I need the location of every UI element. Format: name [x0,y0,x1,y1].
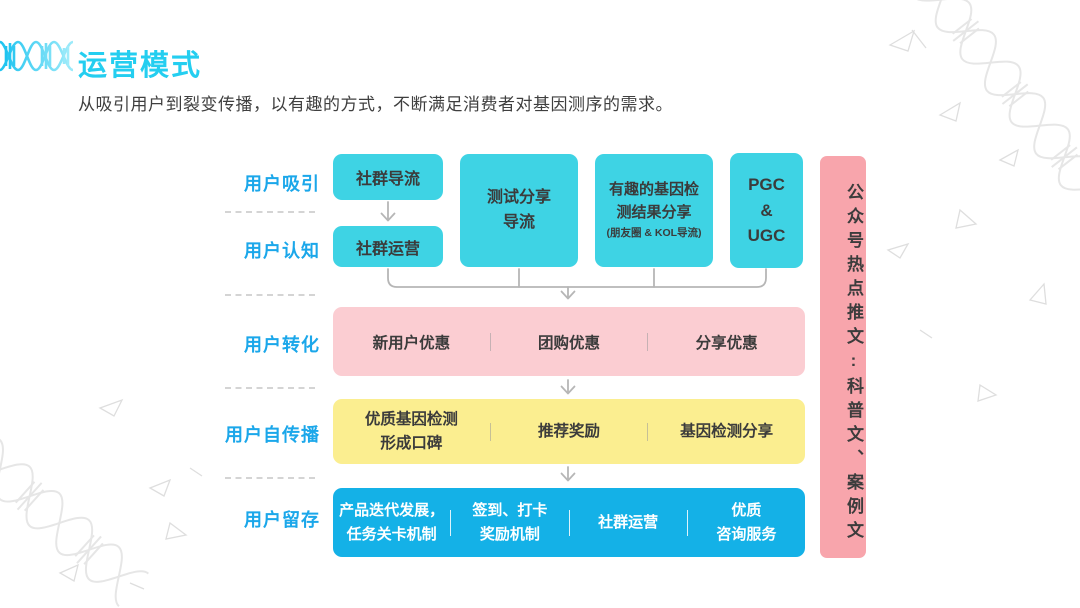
separator [647,332,649,351]
box-community-operation: 社群运营 [333,226,443,267]
separator [568,509,570,536]
dna-icon [0,33,74,79]
stage-label-retention: 用户留存 [244,510,320,530]
self-spread-item-word-of-mouth: 优质基因检测 形成口碑 [364,411,458,452]
stage-divider [225,211,315,213]
conversion-item-group-buy-discount: 团购优惠 [538,334,601,352]
separator [489,422,491,441]
retention-item-community-operation: 社群运营 [598,513,659,531]
self-spread-item-referral-reward: 推荐奖励 [538,422,601,440]
page-subtitle: 从吸引用户到裂变传播，以有趣的方式，不断满足消费者对基因测序的需求。 [78,95,673,114]
dna-sketch-decoration-top-right [886,0,1080,402]
row-retention: 产品迭代发展， 任务关卡机制 签到、打卡 奖励机制 社群运营 优质 咨询服务 [333,488,805,557]
stage-label-self-spread: 用户自传播 [225,425,320,445]
box-gene-result-share-note: (朋友圈 & KOL导流) [606,227,702,240]
row-conversion: 新用户优惠 团购优惠 分享优惠 [333,307,805,376]
retention-item-product-iteration: 产品迭代发展， 任务关卡机制 [339,502,445,543]
stage-divider [225,387,315,389]
retention-item-checkin-reward: 签到、打卡 奖励机制 [472,502,548,543]
side-strip-official-account: 公众号热点推文:科普文、案例文 [820,156,866,558]
box-pgc-ugc: PGC & UGC [730,153,803,268]
conversion-item-new-user-discount: 新用户优惠 [372,334,451,352]
separator [686,509,688,536]
stage-label-conversion: 用户转化 [244,335,320,355]
conversion-item-share-discount: 分享优惠 [695,334,758,352]
box-gene-result-share: 有趣的基因检 测结果分享 (朋友圈 & KOL导流) [595,154,713,267]
stage-divider [225,477,315,479]
page-title: 运营模式 [78,50,203,82]
separator [450,509,452,536]
box-community-funnel: 社群导流 [333,154,443,200]
separator [647,422,649,441]
row-self-spread: 优质基因检测 形成口碑 推荐奖励 基因检测分享 [333,399,805,464]
separator [489,332,491,351]
stage-divider [225,294,315,296]
box-test-share-funnel: 测试分享 导流 [460,154,578,267]
box-gene-result-share-text: 有趣的基因检 测结果分享 [608,181,699,221]
stage-label-attract: 用户吸引 [244,174,320,194]
self-spread-item-test-share: 基因检测分享 [680,422,774,440]
retention-item-quality-consulting: 优质 咨询服务 [716,502,777,543]
stage-label-awareness: 用户认知 [244,241,320,261]
